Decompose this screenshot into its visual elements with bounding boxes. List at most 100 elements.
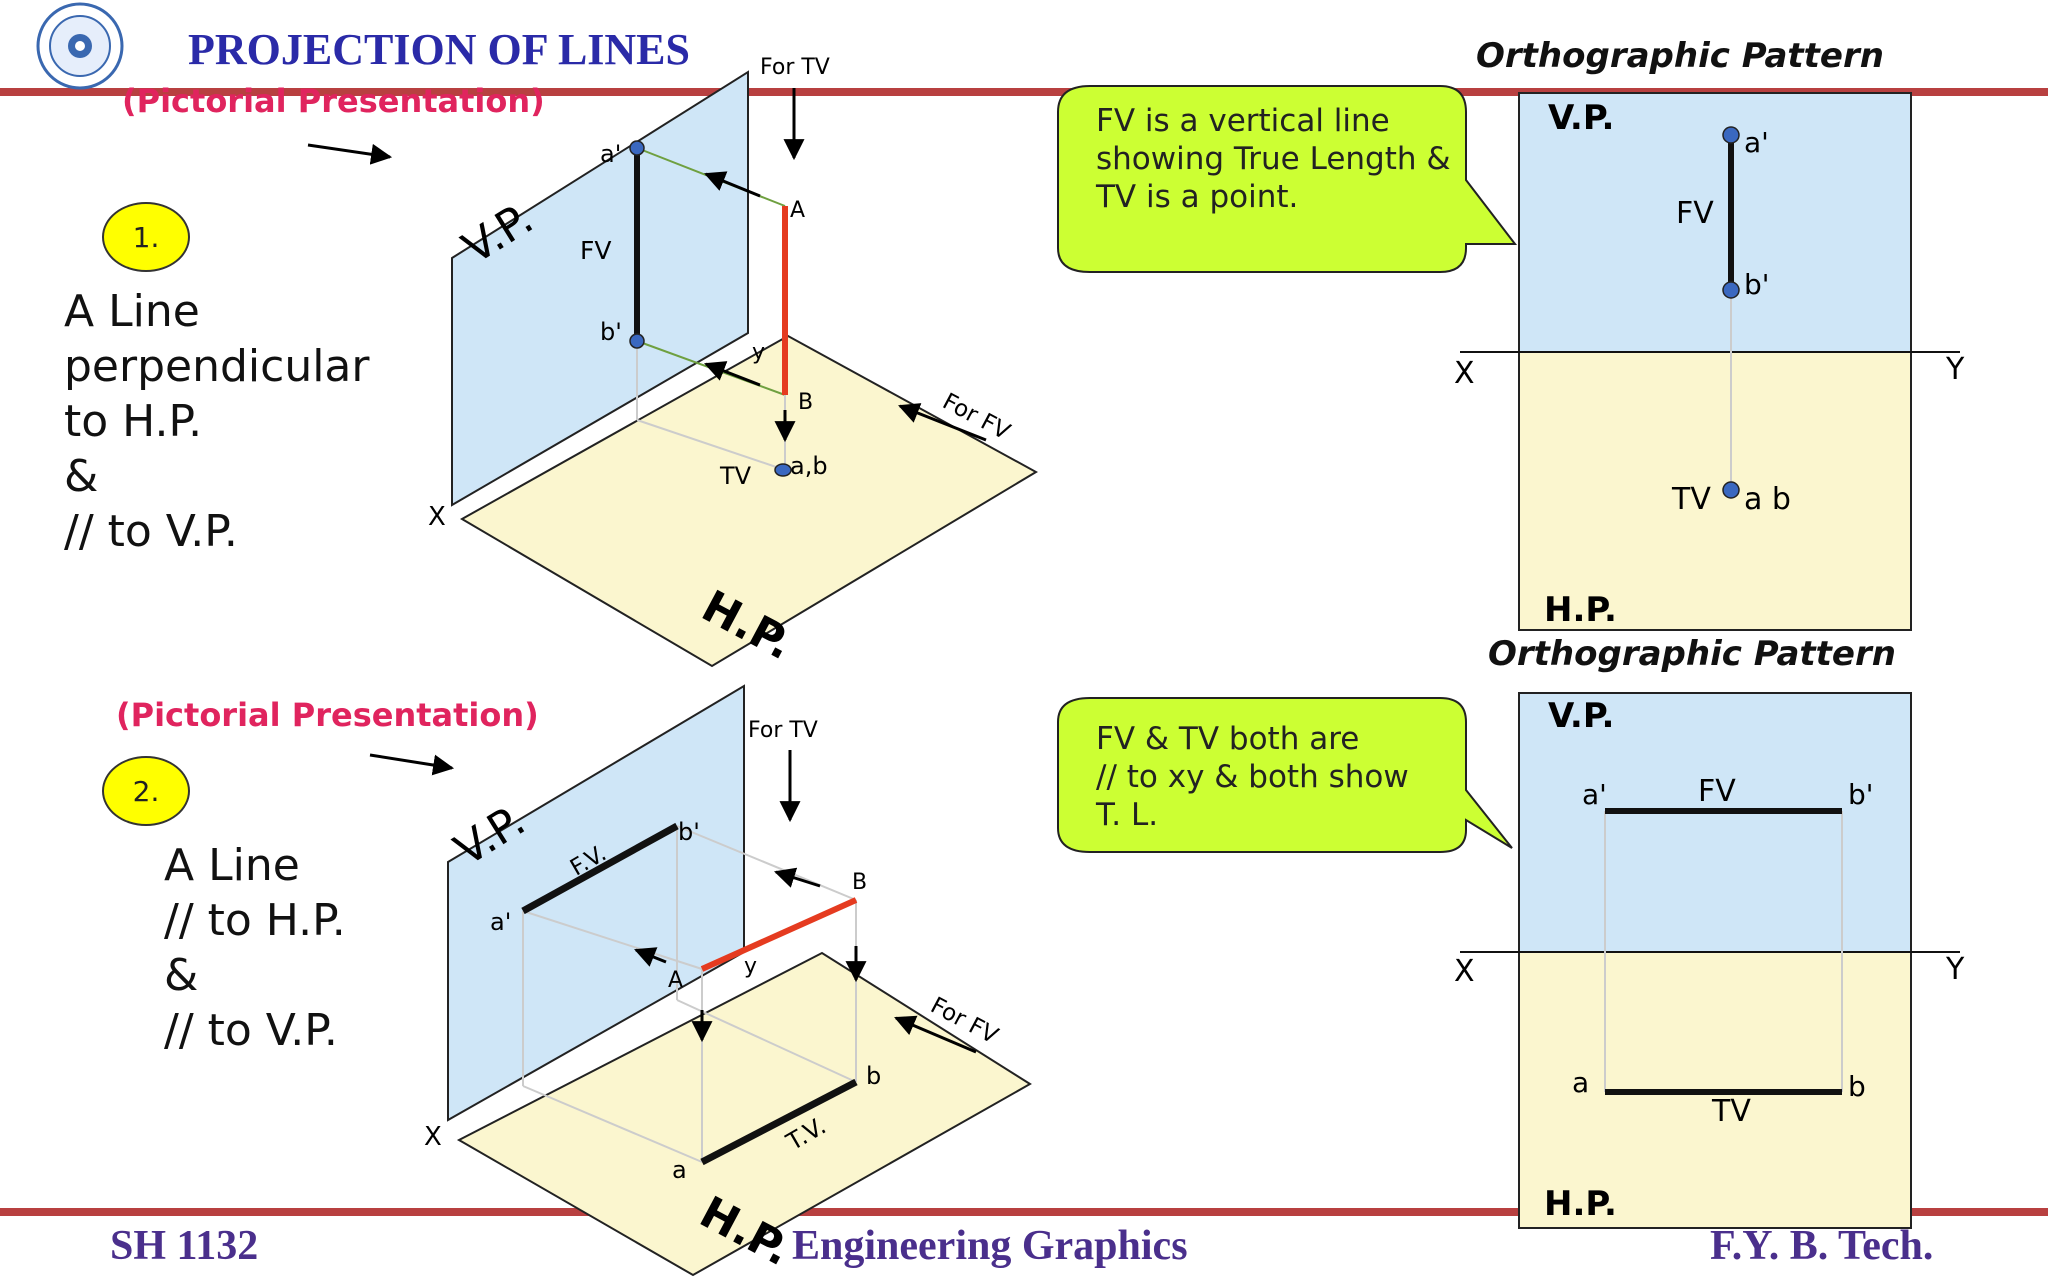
ortho-title-1: Orthographic Pattern [1476,36,1884,76]
point-a-prime-1 [629,140,645,156]
label-A-2: A [668,968,684,993]
ortho-vp-1 [1519,93,1911,352]
arrow-b-to-vp-2 [773,867,821,888]
callout-line: FV is a vertical line [1096,103,1390,139]
label-B-1: B [798,390,814,415]
arrow-a-to-vp-1 [704,171,761,198]
case-number-1: 1. [102,202,190,272]
ortho-b-label-2: b [1848,1070,1866,1103]
arrow-b-to-vp-1 [704,361,761,387]
ortho-fv-label-2: FV [1698,774,1736,809]
footer-subject: Engineering Graphics [792,1223,1188,1269]
footer-course-code: SH 1132 [110,1223,259,1269]
vp-plane-1 [451,70,749,507]
fv-line-2 [521,822,679,915]
label-b-2: b [866,1062,882,1090]
footer-rule [0,1208,2048,1216]
pointer-arrow-2 [369,753,455,776]
ortho-point-b-prime-1 [1722,281,1740,299]
tv-line-2 [700,1078,858,1166]
ortho-y-label-1: Y [1946,352,1965,387]
true-line-ab-2 [700,897,858,972]
hp-plane-1 [459,334,1039,668]
statement-line: A Line [164,840,300,891]
callout-bubble-1 [1057,85,1518,273]
callout-bubble-2 [1057,697,1513,853]
pictorial-subtitle-2: (Pictorial Presentation) [116,696,539,734]
tv-point-1 [774,463,792,477]
statement-line: // to V.P. [164,1005,338,1056]
label-a-prime-2: a' [490,908,512,936]
label-for-tv-1: For TV [760,55,830,80]
ortho-y-label-2: Y [1946,952,1965,987]
ortho-fv-label-1: FV [1676,196,1714,231]
ortho-x-label-2: X [1454,954,1475,989]
case-number-2: 2. [102,756,190,826]
ortho-frame-1 [1518,92,1912,631]
ortho-hp-label-2: H.P. [1544,1184,1617,1224]
case-statement-2: A Line // to H.P. & // to V.P. [164,838,346,1058]
label-x-2: X [424,1122,442,1152]
label-tv-1: TV [720,462,752,490]
statement-line: & [164,950,199,1001]
statement-line: perpendicular [64,341,370,392]
arrow-a-to-vp-2 [634,947,667,967]
ortho-ab-label-1: a b [1744,482,1791,517]
for-fv-arrow-1 [898,403,987,442]
statement-line: // to V.P. [64,506,238,557]
callout-line: // to xy & both show [1096,759,1409,795]
ortho-a-label-2: a [1572,1066,1590,1099]
for-fv-arrow-2 [894,1015,977,1054]
label-a-2: a [672,1156,687,1184]
label-B-2: B [852,870,868,895]
ortho-hp-label-1: H.P. [1544,590,1617,630]
label-x-1: X [428,502,446,532]
point-b-prime-1 [629,333,645,349]
projector-hp-1 [636,419,786,471]
ortho-b-prime-2: b' [1848,778,1874,811]
ortho-vp-label-1: V.P. [1548,98,1615,138]
ortho-x-label-1: X [1454,356,1475,391]
label-y-2: y [744,954,758,979]
ortho-a-prime-2: a' [1582,778,1607,811]
callout-text-2: FV & TV both are // to xy & both show T.… [1096,720,1409,834]
statement-line: & [64,451,99,502]
callout-line: T. L. [1096,797,1159,833]
header-rule [0,88,2048,96]
label-for-tv-2: For TV [748,718,818,743]
pointer-arrow-1 [307,143,393,165]
case-statement-1: A Line perpendicular to H.P. & // to V.P… [64,284,370,559]
label-b-prime-1: b' [600,318,622,346]
projector-box-2 [522,825,857,1163]
page-title: PROJECTION OF LINES [188,25,691,74]
ortho-vp-2 [1519,693,1911,952]
footer-year: F.Y. B. Tech. [1710,1223,1934,1269]
ortho-tv-label-1: TV [1672,482,1711,517]
ortho-hp-1 [1519,352,1911,630]
ortho-point-a-prime-1 [1722,126,1740,144]
ortho-frame-2 [1518,692,1912,1229]
callout-line: TV is a point. [1096,179,1299,215]
statement-line: to H.P. [64,396,203,447]
ortho-a-prime-1: a' [1744,126,1769,159]
callout-line: FV & TV both are [1096,721,1360,757]
ortho-vp-label-2: V.P. [1548,696,1615,736]
ortho-tv-label-2: TV [1712,1094,1751,1129]
label-A-1: A [790,198,806,223]
ortho-tv-point-1 [1722,481,1740,499]
label-ab-1: a,b [790,452,828,480]
institute-logo [36,2,124,90]
pictorial-subtitle-1: (Pictorial Presentation) [122,82,545,120]
label-a-prime-1: a' [600,140,622,168]
statement-line: A Line [64,286,200,337]
label-b-prime-2: b' [678,818,700,846]
callout-line: showing True Length & [1096,141,1451,177]
label-fv-1: FV [580,236,612,265]
callout-text-1: FV is a vertical line showing True Lengt… [1096,102,1451,216]
ortho-title-2: Orthographic Pattern [1488,634,1896,674]
ortho-b-prime-1: b' [1744,268,1770,301]
statement-line: // to H.P. [164,895,346,946]
label-y-1: y [752,340,766,365]
